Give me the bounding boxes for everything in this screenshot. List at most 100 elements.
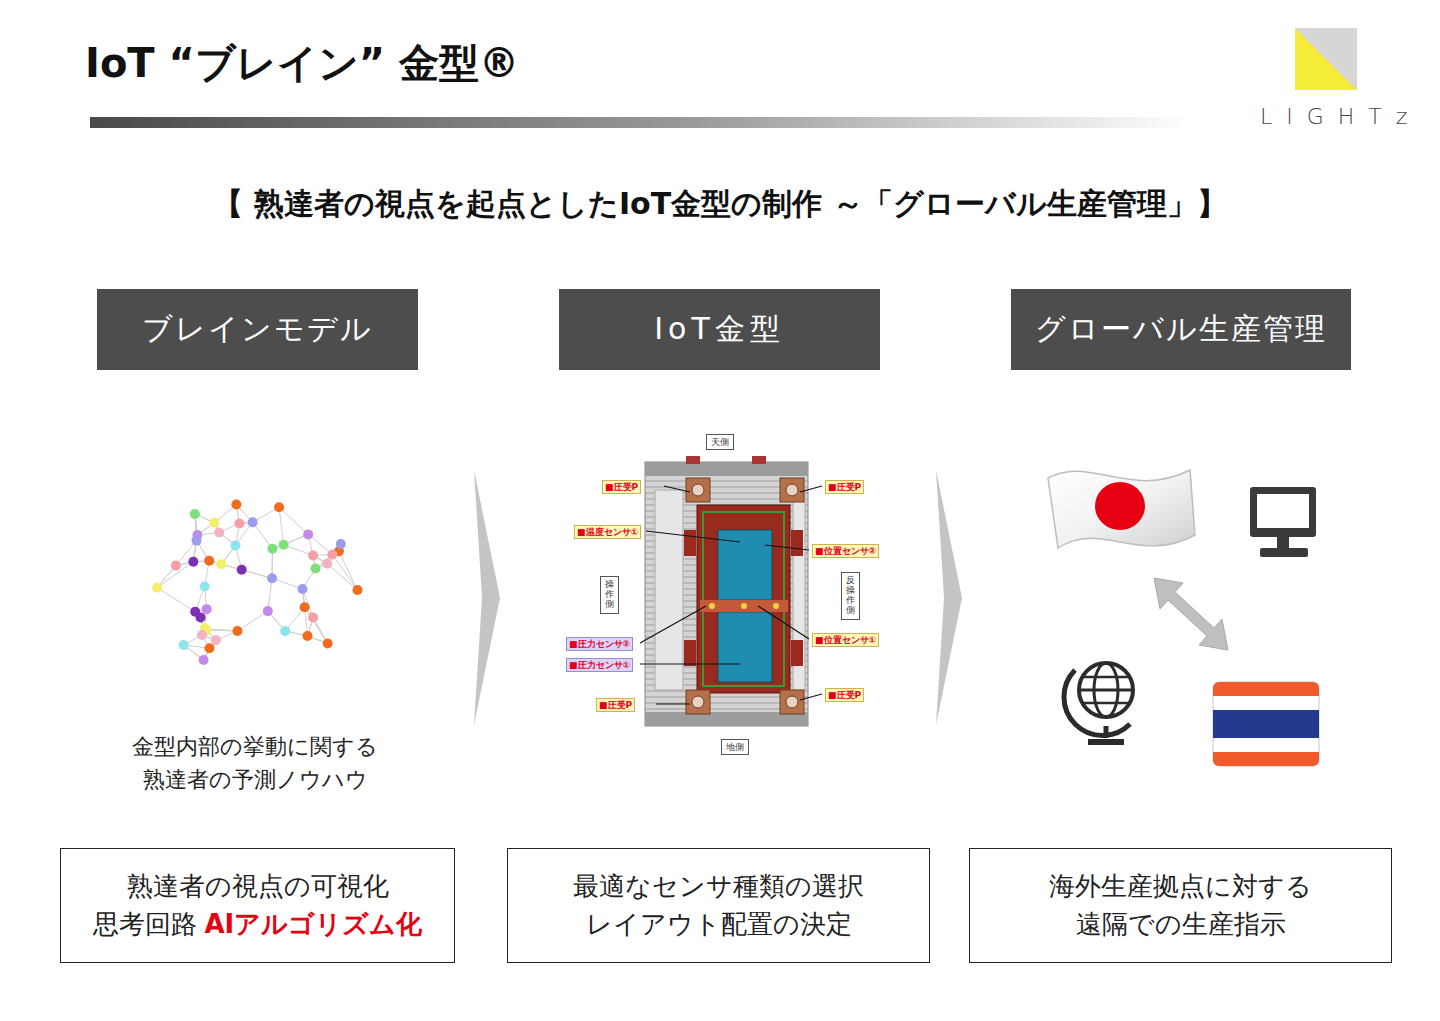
thailand-flag (1213, 682, 1319, 766)
mold-drawing (686, 478, 710, 502)
sensor-label: ■圧力センサ② (566, 637, 633, 651)
globe-icon (1088, 739, 1124, 745)
mold-drawing (752, 456, 766, 464)
globe-icon (1104, 726, 1109, 738)
globe-icon (1064, 663, 1133, 742)
japan-flag (1095, 482, 1145, 530)
leader-line (800, 486, 822, 492)
mold-drawing (697, 505, 790, 693)
mold-drawing (773, 603, 779, 609)
network-link (279, 507, 308, 534)
network-dot (179, 640, 189, 650)
globe-icon (1083, 676, 1129, 679)
network-dot (190, 509, 200, 519)
monitor-icon (1260, 548, 1308, 557)
box-content: 熟達者の視点の可視化 思考回路AIアルゴリズム化 (84, 868, 431, 943)
double-arrow (1154, 578, 1228, 650)
globe-icon (1083, 702, 1129, 705)
mold-drawing (780, 478, 804, 502)
title-rule (90, 117, 1190, 128)
network-graph (152, 500, 362, 666)
box-text: IoT金型 (654, 311, 785, 346)
sensor-label: ■位置センサ② (812, 544, 879, 558)
network-dot (188, 557, 198, 567)
japan-flag (1048, 470, 1195, 548)
network-dot (302, 631, 312, 641)
mold-drawing (709, 603, 715, 609)
mold-drawing (692, 484, 798, 708)
leader-line (646, 531, 740, 542)
box-content: IoT金型 (654, 309, 785, 350)
network-dot (234, 518, 244, 528)
leader-line (640, 486, 822, 704)
network-dot (171, 561, 181, 571)
sensor-label: ■圧受P (596, 698, 635, 712)
logo-mark (1295, 28, 1357, 90)
logo-mark (1295, 28, 1357, 90)
header-box: IoT金型 (559, 289, 880, 370)
thailand-flag (1213, 682, 1319, 696)
mold-drawing (684, 530, 696, 556)
logo-text: LIGHTz (1260, 104, 1421, 129)
network-dot (308, 550, 318, 560)
double-arrow (1154, 578, 1228, 650)
mold-drawing (791, 640, 803, 666)
network-link (332, 555, 357, 590)
network-dot (192, 536, 202, 546)
side-label: 地側 (721, 739, 749, 755)
mold-drawing (655, 490, 683, 690)
network-dot (298, 584, 308, 594)
network-dot (214, 527, 224, 537)
sensor-label: ■圧受P (602, 480, 641, 494)
description-box: 海外生産拠点に対する 遠隔での生産指示 (969, 848, 1392, 963)
network-dot (352, 585, 362, 595)
network-dot (279, 540, 289, 550)
logo-mark (1295, 28, 1357, 90)
network-dot (204, 556, 214, 566)
sensor-label: ■圧力センサ① (566, 658, 633, 672)
box-content: ブレインモデル (142, 309, 373, 350)
network-dot (303, 529, 313, 539)
network-dot (152, 583, 162, 593)
leader-line (640, 663, 740, 664)
leader-line (800, 694, 822, 700)
box-text: グローバル生産管理 (1035, 311, 1327, 346)
monitor-icon (1277, 537, 1289, 549)
network-dot (200, 582, 210, 592)
header-box: ブレインモデル (97, 289, 418, 370)
mold-drawing (780, 690, 804, 714)
sensor-label: ■温度センサ① (574, 525, 641, 539)
mold-drawing (741, 603, 747, 609)
leader-line (758, 606, 809, 639)
network-dot (211, 635, 221, 645)
description-box: 最適なセンサ種類の選択 レイアウト配置の決定 (507, 848, 930, 963)
sensor-label: ■圧受P (825, 480, 864, 494)
sensor-label: ■位置センサ① (812, 633, 879, 647)
title-rule (90, 117, 1190, 128)
network-dot (274, 502, 284, 512)
leader-line (656, 703, 690, 704)
network-dot (323, 639, 333, 649)
network-link (327, 564, 357, 590)
network-dot (199, 655, 209, 665)
monitor-icon (1250, 487, 1316, 537)
mold-drawing (645, 456, 808, 726)
sensor-label: ■圧受P (825, 688, 864, 702)
chevron-arrow (474, 470, 500, 725)
highlight-text: AIアルゴリズム化 (205, 909, 423, 939)
network-dot (202, 604, 212, 614)
network-dot (248, 517, 258, 527)
leader-line (640, 606, 706, 643)
network-dot (308, 613, 318, 623)
network-link (157, 588, 195, 612)
globe-icon (1079, 689, 1133, 692)
chevron-arrow (936, 470, 962, 725)
mold-drawing (692, 696, 704, 708)
network-dot (263, 606, 273, 616)
mold-drawing (786, 484, 798, 496)
mold-drawing (700, 600, 788, 612)
mold-drawing (791, 530, 803, 556)
caption-text: 金型内部の挙動に関する 熟達者の予測ノウハウ (129, 730, 381, 796)
network-dot (267, 573, 277, 583)
thailand-flag (1213, 710, 1319, 738)
